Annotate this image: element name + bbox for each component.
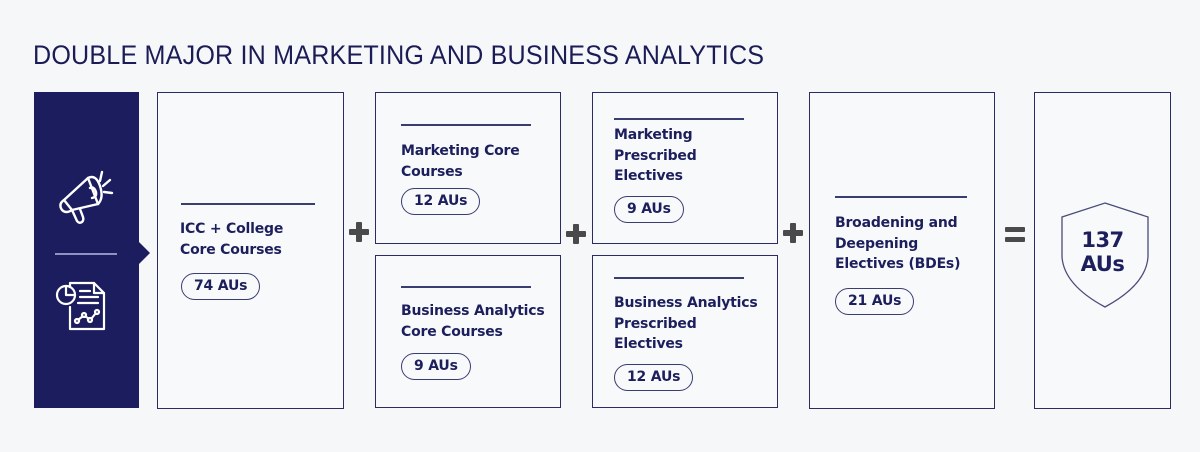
- total-box: 137 AUs: [1034, 92, 1171, 409]
- au-badge: 74 AUs: [181, 273, 261, 300]
- component-icc: ICC + College Core Courses 74 AUs: [157, 92, 344, 409]
- component-label: Business Analytics Core Courses: [401, 303, 545, 340]
- au-badge: 21 AUs: [835, 288, 915, 315]
- divider-rule: [614, 277, 744, 279]
- component-marketing-core: Marketing Core Courses 12 AUs: [375, 92, 561, 244]
- plus-operator: [566, 224, 586, 244]
- component-label: Marketing Core Courses: [401, 143, 520, 180]
- component-ba-core: Business Analytics Core Courses 9 AUs: [375, 255, 561, 408]
- au-badge: 9 AUs: [401, 353, 471, 380]
- icon-sidebar: [34, 92, 150, 408]
- divider-rule: [835, 196, 967, 198]
- component-label: Business Analytics Prescribed Electives: [614, 295, 758, 352]
- equals-operator: [1005, 227, 1025, 242]
- plus-operator: [349, 222, 369, 242]
- total-unit: AUs: [1080, 252, 1125, 276]
- au-badge: 12 AUs: [401, 188, 481, 215]
- component-bde: Broadening and Deepening Electives (BDEs…: [809, 92, 995, 409]
- divider-rule: [401, 286, 531, 288]
- divider-rule: [614, 118, 744, 120]
- pointer-arrow: [139, 242, 150, 264]
- megaphone-icon: [59, 170, 114, 224]
- au-badge: 9 AUs: [614, 196, 684, 223]
- component-label: Broadening and Deepening Electives (BDEs…: [835, 215, 961, 272]
- page-title: DOUBLE MAJOR IN MARKETING AND BUSINESS A…: [33, 40, 765, 70]
- divider-rule: [181, 203, 315, 205]
- total-value: 137: [1081, 228, 1124, 252]
- shield-icon: [1061, 202, 1149, 308]
- component-ba-prescribed-electives: Business Analytics Prescribed Electives …: [592, 255, 778, 408]
- divider-rule: [401, 124, 531, 126]
- component-marketing-prescribed-electives: Marketing Prescribed Electives 9 AUs: [592, 92, 778, 244]
- au-badge: 12 AUs: [614, 364, 694, 391]
- report-chart-icon: [55, 281, 106, 331]
- component-label: ICC + College Core Courses: [180, 221, 284, 258]
- component-label: Marketing Prescribed Electives: [614, 127, 697, 184]
- sidebar-divider: [55, 253, 117, 255]
- plus-operator: [783, 223, 803, 243]
